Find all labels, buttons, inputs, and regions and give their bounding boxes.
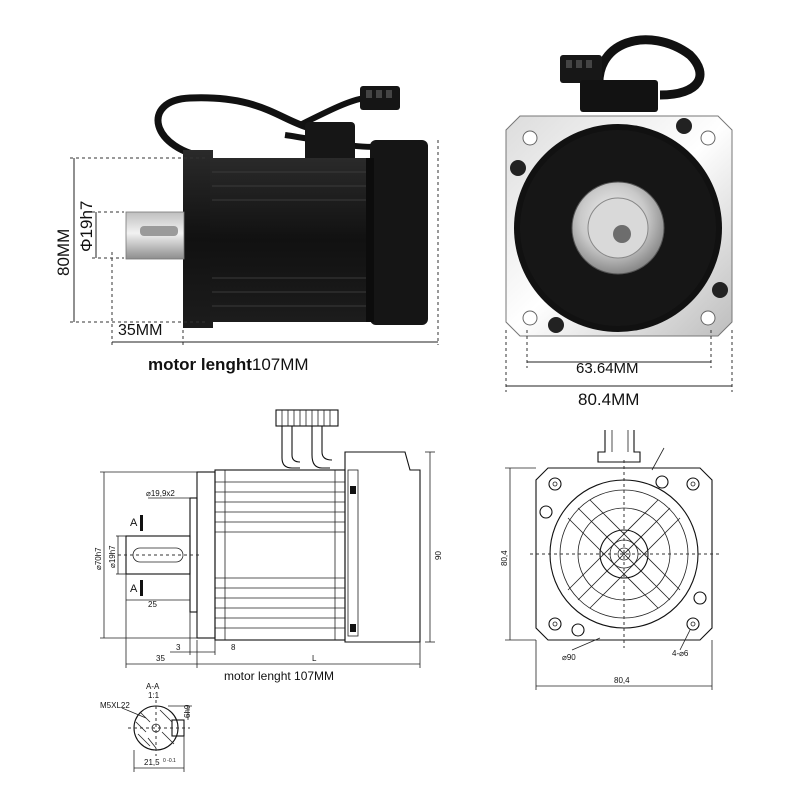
holes-label: 4-⌀6 [672,649,689,658]
pilot-dia-label: ⌀70h7 [94,547,103,570]
section-a-bottom-label: A [130,583,138,595]
section-scale-label: 1:1 [148,691,160,700]
dim-8-label: 8 [231,643,236,652]
bolt-spacing-label: 63.64MM [576,360,639,377]
key-length-label: 25 [148,600,157,609]
front-view-drawing [530,430,720,648]
front-view-dimensions [505,330,733,392]
dim-3-label: 3 [176,643,181,652]
circle-dia-label: ⌀90 [562,653,576,662]
front-drawing-dimensions [505,447,713,690]
shaft-length-label: 35MM [118,322,162,339]
front-height-label: 80,4 [500,550,509,566]
flange-width-label: 80.4MM [578,390,639,409]
spigot-dia-label: ⌀19,9x2 [146,489,175,498]
key-width-label: 6h9 [183,704,192,718]
shaft-dia-label: Φ19h7 [77,201,96,252]
motor-length-value: 107MM [252,355,309,374]
section-aa-drawing [121,700,192,772]
dim-35-label: 35 [156,654,165,663]
side-view-photo [125,86,428,328]
motor-length-prefix: motor lenght [148,355,252,374]
side-view-dimensions [70,140,439,345]
height-90-label: 90 [434,551,443,560]
key-height-label: 21,5 [144,758,160,767]
section-title-label: A-A [146,682,160,691]
side-view-drawing [118,409,421,643]
height-80-label: 80MM [54,229,73,276]
front-view-photo [505,35,733,337]
thread-label: M5XL22 [100,701,130,710]
shaft-dia-drawing-label: ⌀19h7 [108,545,117,568]
motor-length-label: motor lenght107MM [148,355,309,374]
front-width-label: 80,4 [614,676,630,685]
key-tolerance-label: 0 -0.1 [163,758,176,764]
dim-l-label: L [312,654,317,663]
section-a-top-label: A [130,517,138,529]
drawing-motor-length-label: motor lenght 107MM [224,669,334,683]
side-drawing-dimensions [100,451,435,668]
